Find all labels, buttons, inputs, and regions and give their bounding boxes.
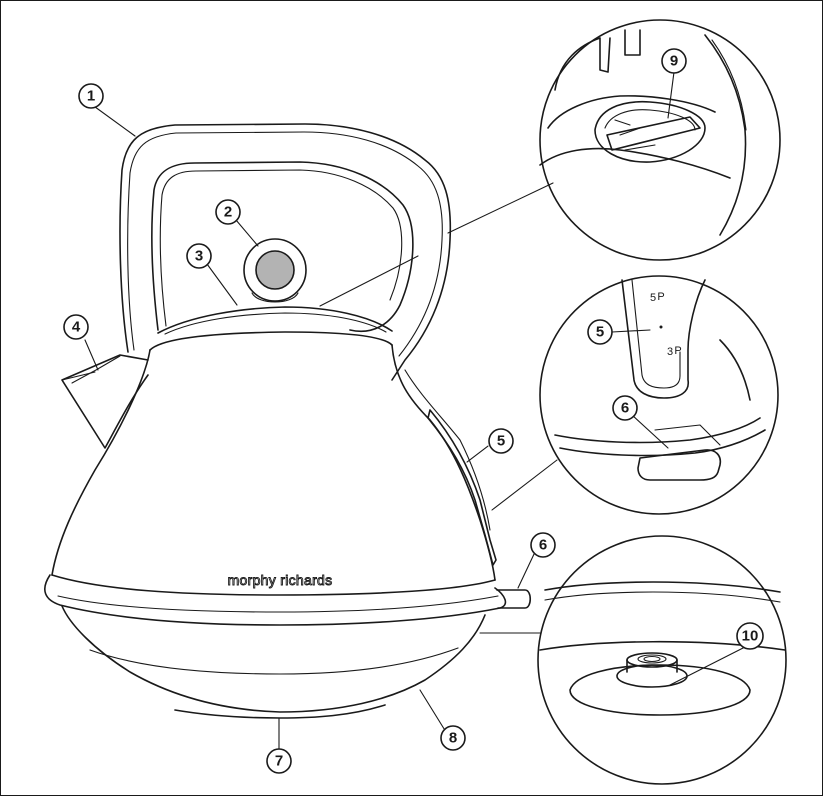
svg-text:5: 5	[596, 324, 604, 341]
svg-text:3: 3	[195, 248, 203, 265]
svg-text:8: 8	[449, 730, 457, 747]
callout-8: 8	[441, 726, 465, 750]
callout-2: 2	[216, 200, 240, 224]
svg-text:3: 3	[667, 346, 673, 358]
callout-1: 1	[79, 84, 103, 108]
callout-10: 10	[737, 623, 763, 649]
callout-7: 7	[267, 749, 291, 773]
callout-3: 3	[187, 244, 211, 268]
svg-text:5: 5	[497, 433, 505, 450]
svg-text:2: 2	[224, 204, 232, 221]
callout-6: 6	[531, 533, 555, 557]
svg-text:P: P	[657, 291, 664, 303]
callout-5-detail: 5	[588, 320, 612, 344]
svg-text:6: 6	[621, 400, 629, 417]
lid-release-button	[256, 251, 294, 289]
callout-4: 4	[64, 315, 88, 339]
svg-text:1: 1	[87, 88, 95, 105]
svg-text:9: 9	[670, 53, 678, 70]
brand-logo: morphy richards	[228, 572, 333, 588]
svg-text:5: 5	[650, 292, 656, 304]
callout-5: 5	[489, 429, 513, 453]
svg-text:10: 10	[742, 628, 759, 645]
svg-text:7: 7	[275, 753, 283, 770]
svg-text:P: P	[674, 345, 681, 357]
callout-6-detail: 6	[613, 396, 637, 420]
svg-text:4: 4	[72, 319, 81, 336]
svg-text:6: 6	[539, 537, 547, 554]
callout-9: 9	[662, 49, 686, 73]
